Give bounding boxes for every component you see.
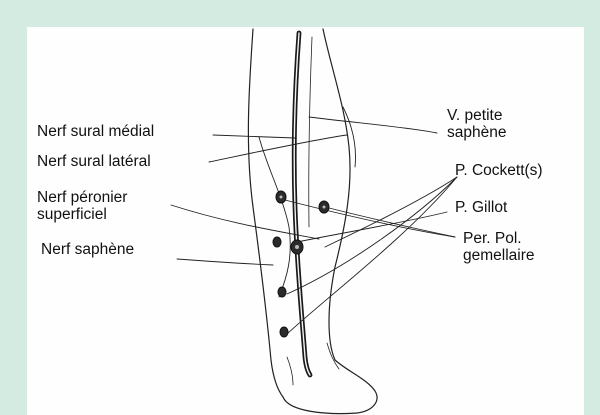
label-nerf-sural-medial: Nerf sural médial [37, 123, 154, 140]
label-nerf-peronier-line2: superficiel [37, 206, 107, 223]
perforator-marker [280, 327, 288, 337]
leader-saphene [177, 259, 273, 265]
label-nerf-peronier-line1: Nerf péronier [37, 189, 127, 206]
leader-v-petite [309, 117, 437, 133]
ankle-contour-2 [287, 357, 293, 385]
calf-contour-medial [259, 137, 290, 297]
label-p-cockett: P. Cockett(s) [455, 162, 543, 179]
foot-outline [283, 360, 377, 414]
leg-outline-right [323, 29, 350, 360]
label-v-petite-line1: V. petite [447, 107, 502, 124]
leg-anatomy-drawing [27, 27, 584, 415]
label-nerf-saphene: Nerf saphène [41, 241, 134, 258]
leader-gillot [297, 212, 447, 242]
leader-sural-medial [213, 135, 295, 138]
label-p-gillot: P. Gillot [455, 199, 507, 216]
leader-cockett-2 [287, 177, 457, 294]
perforator-marker [273, 237, 281, 247]
label-per-pol-line2: gemellaire [463, 247, 535, 264]
label-v-petite-line2: saphène [447, 124, 506, 141]
label-per-pol-line1: Per. Pol. [463, 230, 522, 247]
calf-contour-inner [309, 37, 312, 227]
perforator-marker [278, 287, 286, 297]
leader-sural-lateral [209, 135, 347, 162]
leg-outline-left [248, 29, 283, 397]
figure-panel: Nerf sural médial Nerf sural latéral Ner… [27, 27, 584, 415]
label-nerf-sural-lateral: Nerf sural latéral [37, 153, 151, 170]
